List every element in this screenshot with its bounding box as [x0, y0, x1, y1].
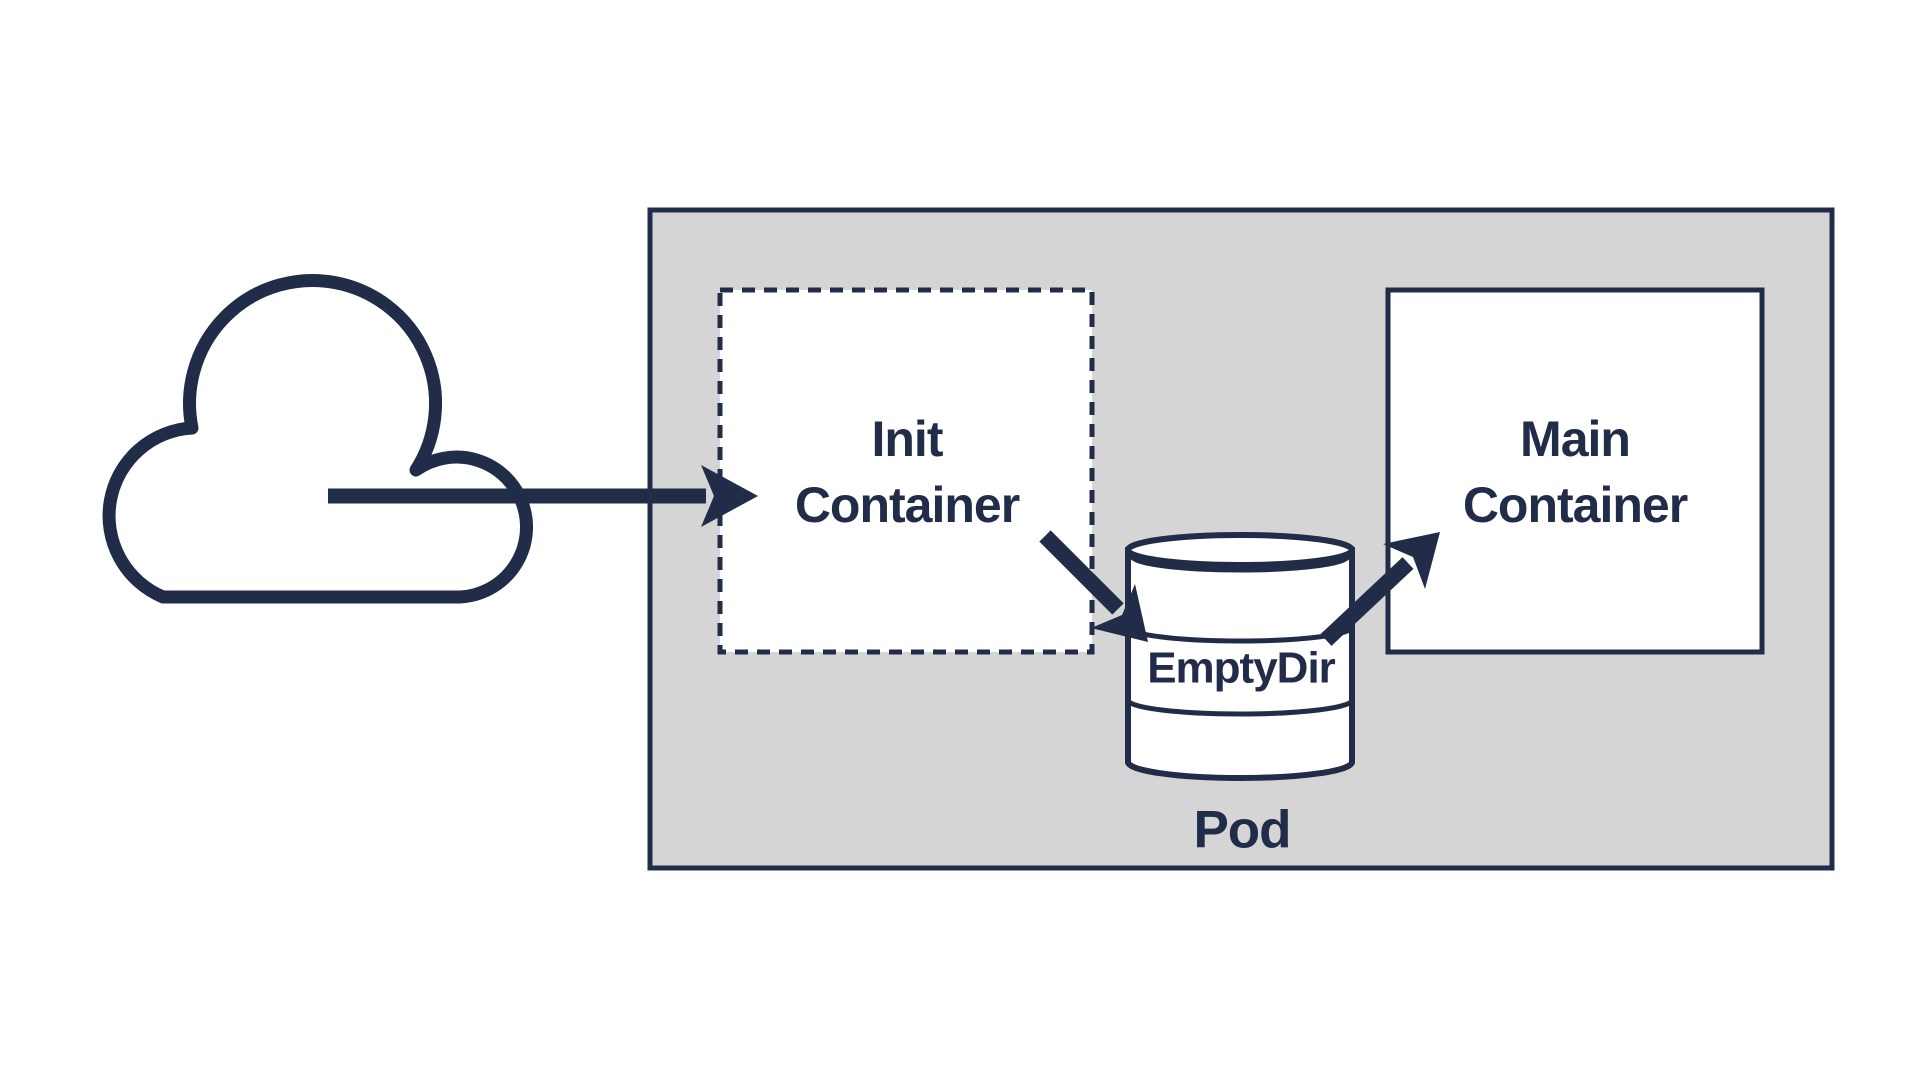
cylinder-band-line-lower: [1125, 699, 1355, 717]
main-container-label-line2: Container: [1463, 477, 1688, 533]
arrow-init-to-emptydir: [1039, 530, 1148, 642]
main-container-box: [1385, 287, 1765, 655]
emptydir-volume-icon: [1125, 532, 1355, 781]
cylinder-top-ellipse: [1125, 532, 1355, 568]
cylinder-body: [1125, 547, 1355, 781]
arrow-cloud-to-init-container: [328, 465, 758, 527]
emptydir-label: EmptyDir: [1147, 644, 1335, 693]
pod-label: Pod: [1193, 801, 1290, 860]
init-container-label-line2: Container: [795, 477, 1020, 533]
init-container-box: [717, 287, 1095, 655]
init-container-label-line1: Init: [872, 411, 944, 467]
cylinder-top-rim: [1129, 555, 1351, 573]
main-container-label-line1: Main: [1520, 411, 1630, 467]
arrow-shaft: [1320, 557, 1414, 646]
arrow-head: [1091, 584, 1148, 642]
arrow-head: [701, 465, 758, 527]
arrow-head: [1383, 532, 1440, 589]
arrow-emptydir-to-main: [1320, 532, 1440, 646]
arrow-shaft: [1039, 530, 1124, 615]
cloud-icon: [102, 273, 533, 604]
